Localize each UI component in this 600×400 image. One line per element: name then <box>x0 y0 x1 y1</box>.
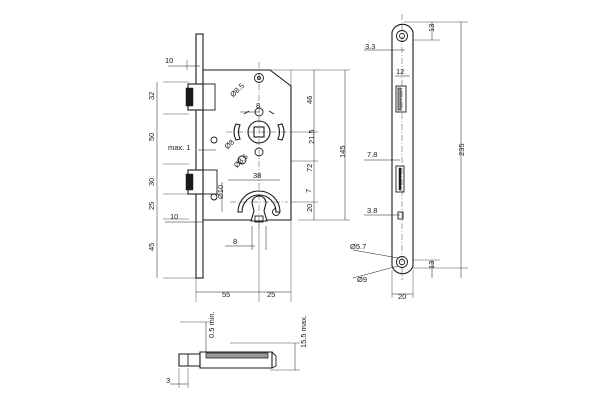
dim-height-upper: 46 <box>305 96 314 104</box>
dim-height-bottom: 20 <box>305 204 314 212</box>
side-view: 13 3.3 12 7.8 3.8 Ø5.7 Ø9 13 20 235 <box>350 14 468 301</box>
dim-keyhole-width: 38 <box>253 171 261 180</box>
side-dimension-labels: 13 3.3 12 7.8 3.8 Ø5.7 Ø9 13 20 235 <box>350 24 466 301</box>
side-dim-bottom-hole: 13 <box>427 261 436 269</box>
front-dimension-lines <box>156 65 346 293</box>
dim-width-right: 25 <box>267 290 275 299</box>
dim-latch-height: 32 <box>147 92 156 100</box>
dead-bolt <box>185 169 218 195</box>
dim-faceplate-bottom: 45 <box>147 243 156 251</box>
dim-bolt-height: 30 <box>147 178 156 186</box>
bottom-dim-thickness-max: 15.5 max. <box>299 315 308 348</box>
side-dim-lower-depth: 3.8 <box>367 206 377 215</box>
dim-width-left: 55 <box>222 290 230 299</box>
dim-keyhole-slot: 8 <box>233 237 237 246</box>
bottom-dim-offset: 3 <box>166 376 170 385</box>
bottom-profile <box>178 351 277 369</box>
dim-keyhole-dia: Ø10 <box>216 185 225 199</box>
front-center-lines <box>226 62 292 228</box>
dim-height-spindle: 21.5 <box>307 129 316 144</box>
side-dim-latch-depth: 12 <box>396 67 404 76</box>
dim-bolt-offset: max. 1 <box>168 143 191 152</box>
side-dim-top-hole: 13 <box>427 24 436 32</box>
bottom-dim-gap-min: 0.5 min. <box>207 311 216 338</box>
side-dim-height-total: 235 <box>457 143 466 156</box>
dim-height-total: 145 <box>338 145 347 158</box>
bottom-dimension-lines <box>170 322 296 385</box>
dim-bolt-lower: 25 <box>147 202 156 210</box>
bottom-dimension-labels: 0.5 min. 15.5 max. 3 <box>166 311 308 385</box>
dim-height-keyhole: 7 <box>304 189 313 193</box>
side-dim-bolt-depth: 7.8 <box>367 150 377 159</box>
dim-height-mid: 72 <box>305 164 314 172</box>
dim-bolt-lower-width: 10 <box>170 212 178 221</box>
front-view: 10 32 50 max. 1 30 25 10 45 Ø8.5 8 Ø8 Ø8… <box>147 33 350 302</box>
side-dim-hole-small: Ø5.7 <box>350 242 366 251</box>
dim-latch-left: 10 <box>165 56 173 65</box>
side-dim-offset-top: 3.3 <box>365 42 375 51</box>
bottom-extension-lines <box>178 321 300 388</box>
faceplate <box>195 33 204 279</box>
latch-bolt <box>185 83 216 111</box>
side-dim-hole-large: Ø9 <box>357 275 367 284</box>
side-dim-width: 20 <box>398 292 406 301</box>
side-cutouts <box>395 85 407 220</box>
side-faceplate <box>391 23 414 275</box>
side-extension-lines <box>391 21 468 298</box>
dim-bolt-gap: 50 <box>147 133 156 141</box>
bottom-view: 0.5 min. 15.5 max. 3 <box>166 311 308 388</box>
side-dimension-lines <box>352 22 462 295</box>
dim-spindle-square: 8 <box>256 101 260 110</box>
